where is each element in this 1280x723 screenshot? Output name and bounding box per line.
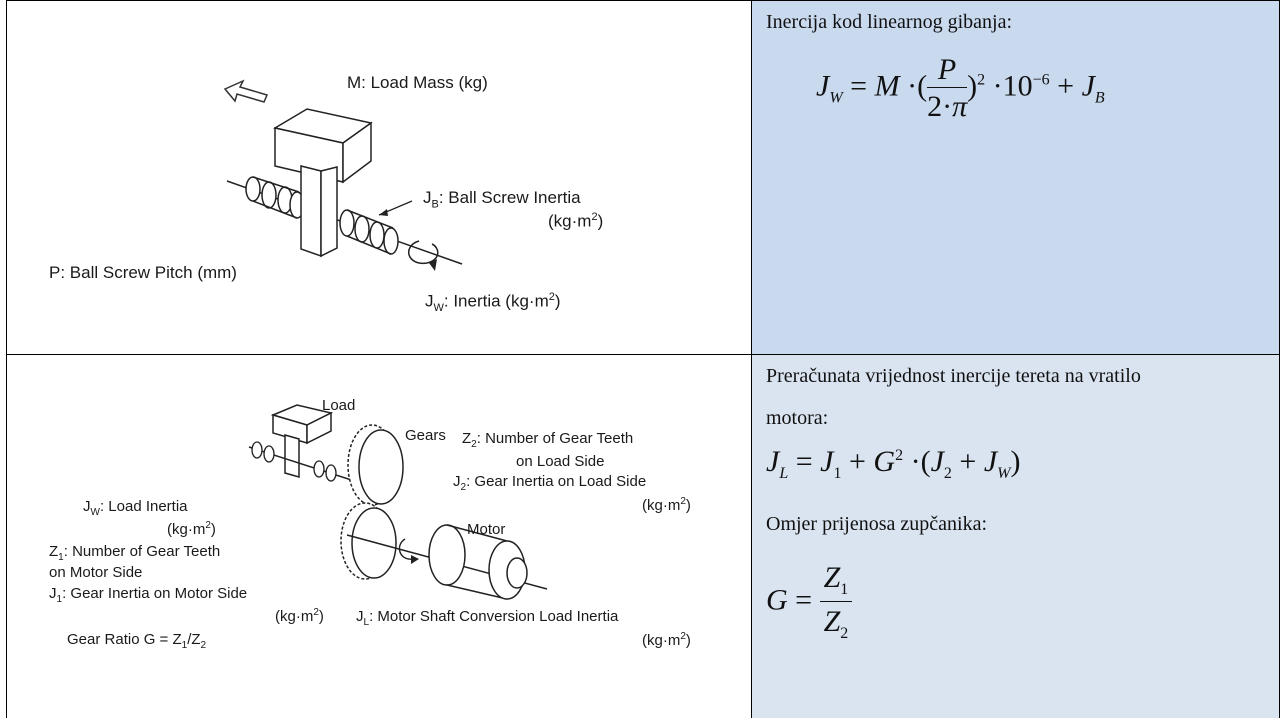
gears-label: Gears bbox=[405, 427, 446, 444]
motor-body bbox=[428, 524, 528, 600]
content-table: M: Load Mass (kg) JB: Ball Screw Inertia… bbox=[6, 0, 1280, 718]
gear-diagram bbox=[248, 404, 548, 600]
ball-screw-pitch-label: P: Ball Screw Pitch (mm) bbox=[49, 263, 237, 282]
jw-unit: (kg·m2) bbox=[167, 520, 216, 538]
load-block bbox=[272, 108, 373, 258]
gear-ratio-formula: G = Z1 Z2 bbox=[766, 563, 853, 642]
linear-inertia-formula: JW = M ·( P 2·π )2 ·10−6 + JB bbox=[816, 53, 1105, 123]
converted-inertia-line2: motora: bbox=[766, 407, 829, 429]
motor-rotation-arrow-icon bbox=[398, 538, 414, 560]
gear-load-block bbox=[270, 404, 334, 478]
top-figure-cell: M: Load Mass (kg) JB: Ball Screw Inertia… bbox=[6, 0, 751, 355]
j1-unit: (kg·m2) bbox=[275, 607, 324, 625]
gear-load-label: Load bbox=[322, 397, 356, 414]
ball-screw-inertia-unit: (kg·m2) bbox=[548, 211, 604, 231]
j2-unit: (kg·m2) bbox=[642, 496, 691, 514]
converted-inertia-line1: Preračunata vrijednost inercije tereta n… bbox=[766, 365, 1141, 387]
load-inertia-formula: JL = J1 + G2 ·(J2 + JW) bbox=[766, 445, 1021, 482]
direction-arrow-icon bbox=[223, 79, 269, 103]
j2-label: J2: Gear Inertia on Load Side bbox=[453, 473, 647, 493]
ball-screw-right bbox=[339, 209, 399, 255]
bottom-text-cell: Preračunata vrijednost inercije tereta n… bbox=[751, 355, 1280, 718]
bottom-figure-cell: Load Gears Z2: Number of Gear Teeth on L… bbox=[6, 355, 751, 718]
load-mass-label: M: Load Mass (kg) bbox=[347, 73, 488, 92]
z2-label-line2: on Load Side bbox=[516, 453, 605, 470]
ball-screw-inertia-label: JB: Ball Screw Inertia bbox=[423, 188, 581, 211]
jl-unit: (kg·m2) bbox=[642, 631, 691, 649]
ball-screw-left bbox=[245, 176, 305, 219]
jl-label: JL: Motor Shaft Conversion Load Inertia bbox=[356, 608, 619, 628]
top-text-cell: Inercija kod linearnog gibanja: JW = M ·… bbox=[751, 0, 1280, 355]
gear-ratio-heading: Omjer prijenosa zupčanika: bbox=[766, 513, 988, 535]
j1-label: J1: Gear Inertia on Motor Side bbox=[49, 585, 248, 605]
z2-label: Z2: Number of Gear Teeth bbox=[462, 430, 634, 450]
linear-inertia-heading: Inercija kod linearnog gibanja: bbox=[766, 11, 1013, 33]
jw-label: JW: Load Inertia bbox=[83, 498, 188, 518]
inertia-label: JW: Inertia (kg·m2) bbox=[425, 291, 561, 315]
z1-label: Z1: Number of Gear Teeth bbox=[49, 543, 221, 563]
ball-screw-diagram bbox=[223, 79, 463, 271]
z1-label-line2: on Motor Side bbox=[49, 564, 143, 581]
load-gear bbox=[347, 424, 404, 506]
rotation-arrow-icon bbox=[408, 240, 439, 264]
motor-label: Motor bbox=[467, 521, 506, 538]
gear-ratio-label: Gear Ratio G = Z1/Z2 bbox=[67, 631, 207, 651]
